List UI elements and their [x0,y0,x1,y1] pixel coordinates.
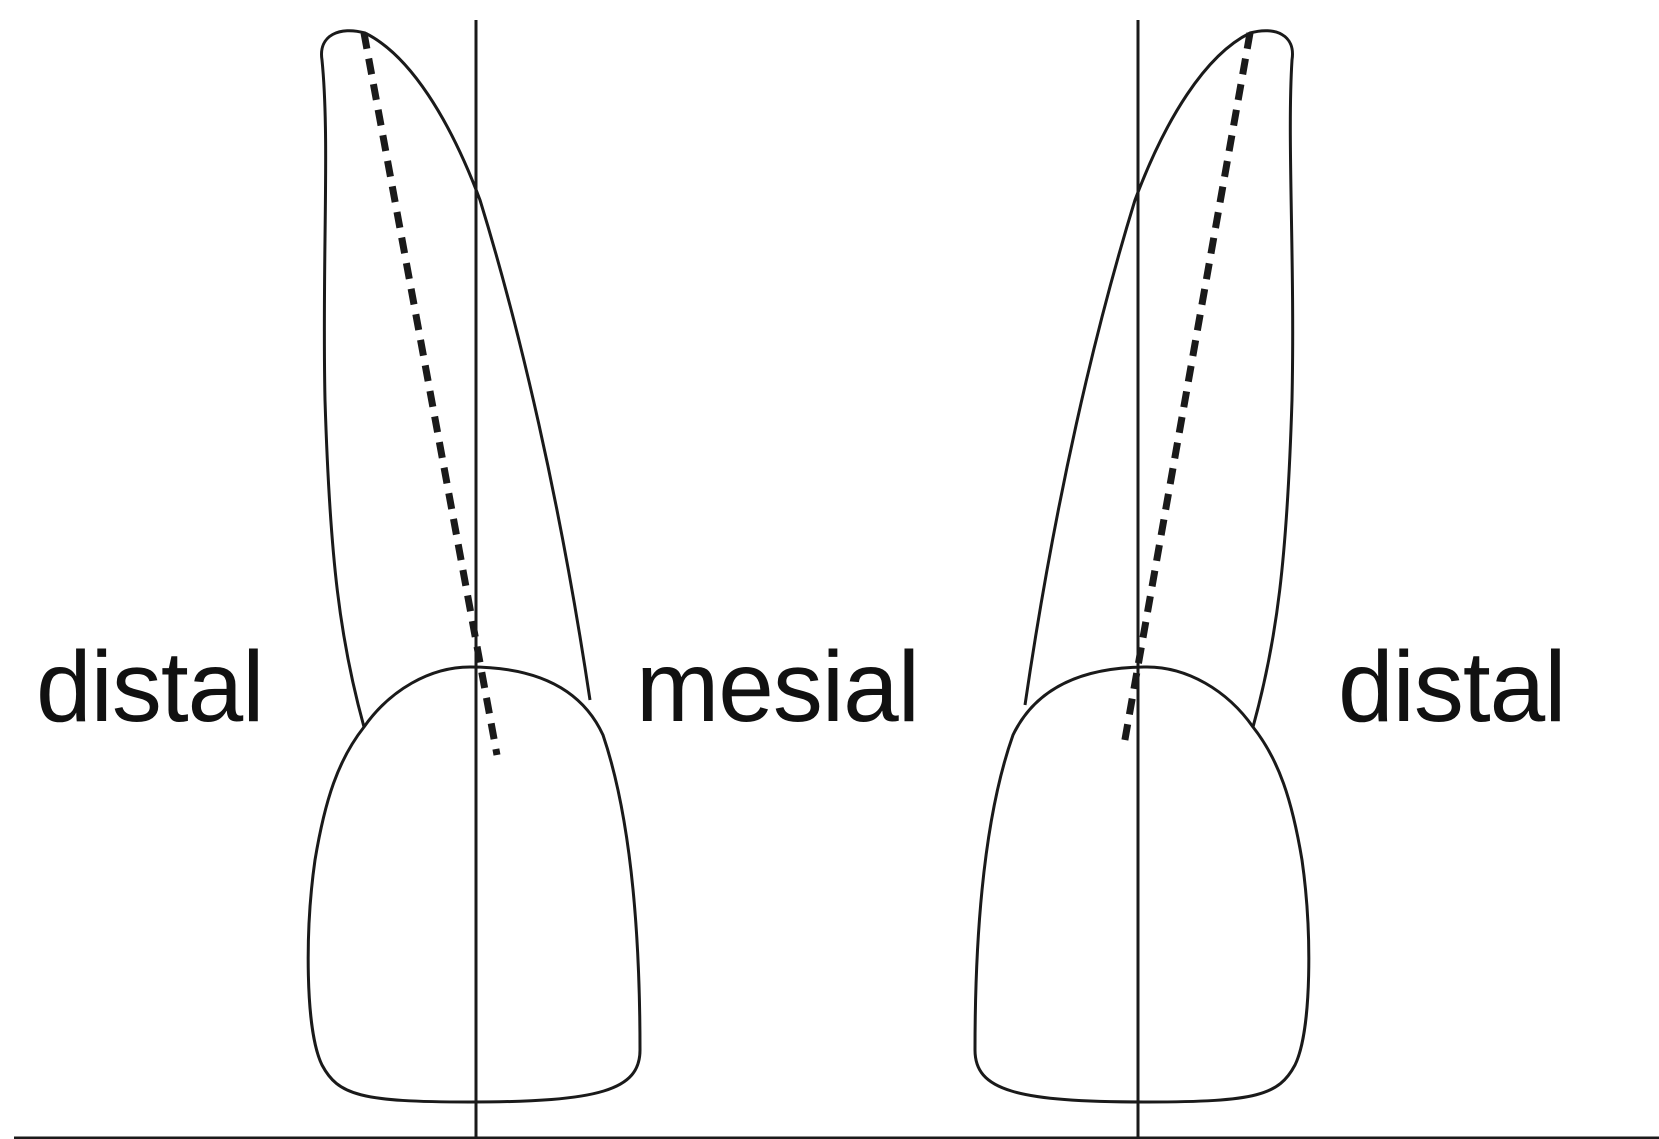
label-distal-left: distal [36,637,263,737]
left-tooth-root-outline [322,31,590,727]
right-tooth-crown-outline [975,667,1309,1102]
right-tooth-root-outline [1025,31,1293,727]
left-tooth-crown-outline [308,667,640,1102]
label-distal-right: distal [1338,637,1565,737]
right-tooth [975,20,1309,1138]
left-tooth [308,20,640,1138]
label-mesial: mesial [636,637,919,737]
right-tooth-long-axis-dashed [1124,33,1250,745]
